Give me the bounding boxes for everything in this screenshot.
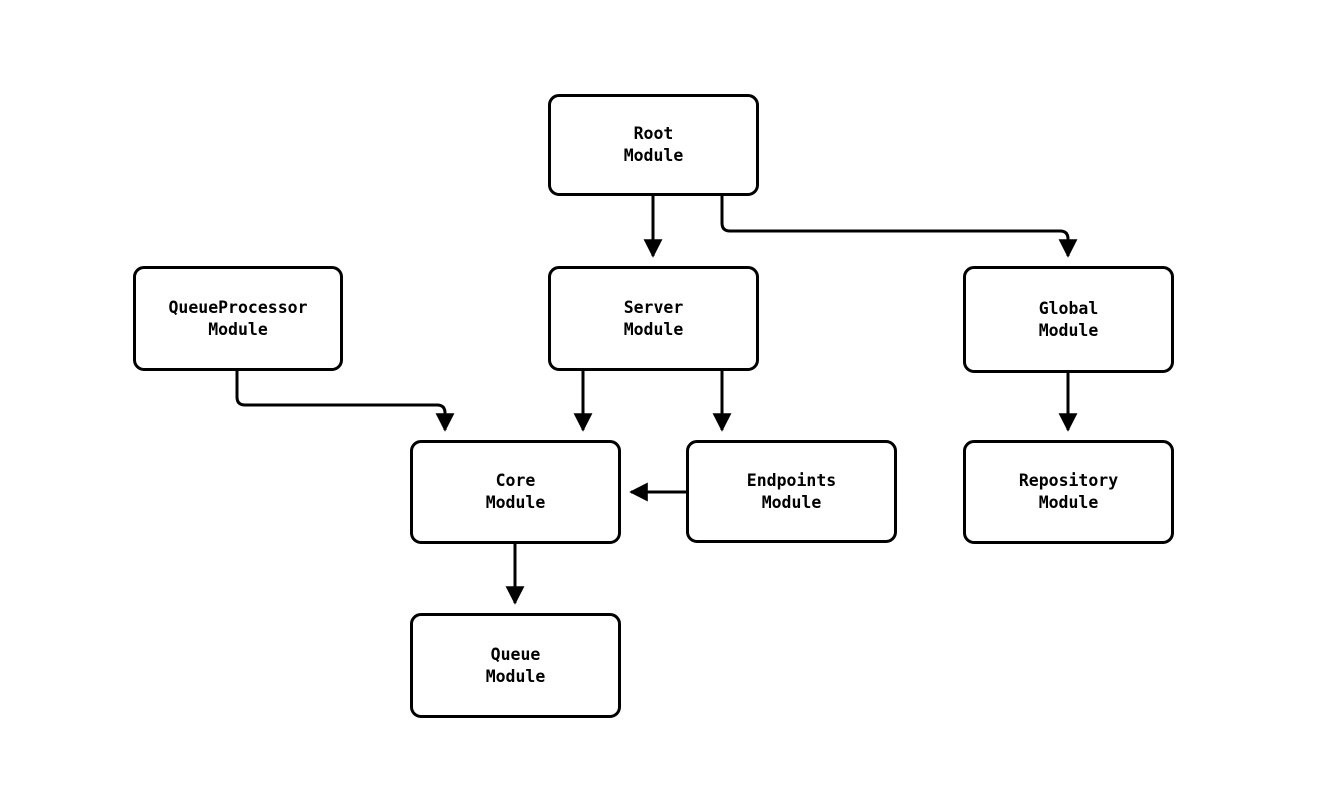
node-repository-module-line2: Module [1038,493,1099,512]
node-root-module[interactable]: Root Module [548,94,759,196]
edge-queueprocessor-to-core [235,371,455,432]
node-queue-module-line2: Module [485,666,546,686]
node-global-module-line2: Module [1038,320,1099,340]
node-server-module[interactable]: Server Module [548,266,759,371]
node-core-module-line1: Core [495,471,536,490]
node-core-module[interactable]: Core Module [410,440,621,544]
node-core-module-line2: Module [485,493,546,512]
node-root-module-line2: Module [623,146,684,165]
edge-root-to-global [720,196,1078,258]
node-server-module-line1: Server [623,297,684,317]
node-queue-module-line1: Queue [490,644,541,664]
node-queueprocessor-module-line1: QueueProcessor [168,297,308,317]
node-queue-module[interactable]: Queue Module [410,613,621,718]
node-endpoints-module[interactable]: Endpoints Module [686,440,897,543]
node-server-module-line2: Module [623,319,684,339]
node-endpoints-module-line1: Endpoints [746,470,837,490]
node-repository-module[interactable]: Repository Module [963,440,1174,544]
node-root-module-line1: Root [633,124,674,143]
node-endpoints-module-line2: Module [761,492,822,512]
node-queueprocessor-module-line2: Module [208,319,268,339]
node-queueprocessor-module[interactable]: QueueProcessor Module [133,266,343,371]
node-repository-module-line1: Repository [1018,471,1119,490]
node-global-module-line1: Global [1038,298,1099,318]
node-global-module[interactable]: Global Module [963,266,1174,373]
